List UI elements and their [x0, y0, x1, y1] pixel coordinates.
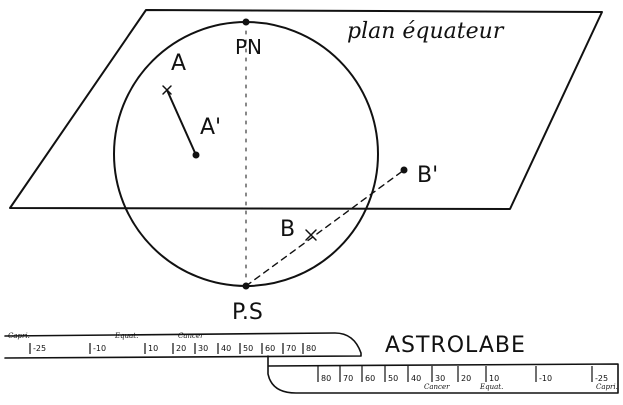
north-pole-point — [242, 18, 250, 26]
line-ps-to-b-proj — [245, 169, 405, 287]
line-a-to-a-proj — [166, 89, 197, 156]
ruler-top — [4, 332, 362, 359]
equator-plane — [9, 9, 603, 210]
ruler-bottom-tick-label: 40 — [411, 374, 421, 383]
ruler-top-tick-label: -10 — [93, 344, 106, 353]
ruler-top-mark-label: Cancer — [178, 332, 204, 340]
plane-label: plan équateur — [347, 19, 505, 44]
point-b-cross — [305, 229, 317, 241]
ruler-bottom-tick-label: 20 — [461, 374, 471, 383]
ruler-bottom-tick-label: 50 — [388, 374, 398, 383]
ruler-top-tick-label: -25 — [33, 344, 46, 353]
ruler-bottom-tick-label: -25 — [595, 374, 608, 383]
ruler-bottom-tick-label: 80 — [321, 374, 331, 383]
ruler-bottom-tick-label: 30 — [435, 374, 445, 383]
ruler-bottom — [267, 355, 619, 394]
south-pole-label: P.S — [232, 300, 263, 325]
point-b-proj — [400, 166, 408, 174]
ruler-top-tick-label: 80 — [306, 344, 316, 353]
ruler-bottom-tick-label: 70 — [343, 374, 353, 383]
point-b-label: B — [280, 217, 295, 242]
point-a-label: A — [171, 51, 186, 76]
celestial-sphere — [113, 21, 379, 287]
ruler-top-tick-label: 30 — [198, 344, 208, 353]
ruler-top-ticks: -25 -10 10 20 30 40 50 60 70 80 Capri. Equat. Cancer — [8, 332, 316, 354]
ruler-top-tick-label: 20 — [176, 344, 186, 353]
ruler-top-tick-label: 60 — [265, 344, 275, 353]
ruler-top-mark-label: Equat. — [114, 332, 138, 340]
ruler-top-mark-label: Capri. — [8, 332, 30, 340]
point-b-proj-label: B' — [417, 163, 438, 188]
point-a-proj-label: A' — [200, 115, 221, 140]
ruler-top-tick-label: 70 — [286, 344, 296, 353]
ruler-bottom-tick-label: 10 — [489, 374, 499, 383]
ruler-bottom-tick-label: -10 — [539, 374, 552, 383]
ruler-top-tick-label: 10 — [148, 344, 158, 353]
astrolabe-label: ASTROLABE — [385, 333, 526, 358]
ruler-bottom-mark-label: Capri. — [596, 383, 618, 391]
point-a-proj — [192, 151, 200, 159]
ruler-bottom-tick-label: 60 — [365, 374, 375, 383]
ruler-top-tick-label: 50 — [243, 344, 253, 353]
ruler-bottom-mark-label: Equat. — [479, 383, 503, 391]
ruler-top-tick-label: 40 — [221, 344, 231, 353]
north-pole-label: PN — [235, 35, 262, 59]
ruler-bottom-mark-label: Cancer — [424, 383, 450, 391]
